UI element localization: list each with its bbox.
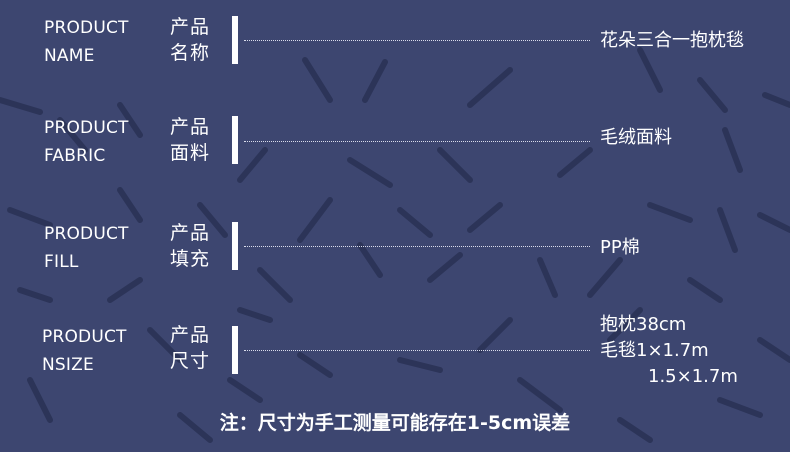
divider-bar [232, 326, 238, 374]
spec-value: 毛绒面料 [600, 125, 672, 151]
confetti-streak [427, 252, 463, 283]
confetti-streak [477, 317, 513, 353]
leader-dots [244, 40, 590, 41]
spec-value: 抱枕38cm 毛毯1×1.7m 1.5×1.7m [600, 312, 738, 390]
en-label: PRODUCT FABRIC [44, 115, 129, 169]
confetti-streak [557, 147, 593, 178]
confetti-streak [107, 277, 143, 303]
confetti-streak [717, 397, 763, 418]
measurement-note: 注：尺寸为手工测量可能存在1-5cm误差 [219, 412, 571, 434]
leader-dots [244, 350, 590, 351]
confetti-streak [7, 207, 53, 228]
confetti-streak [762, 92, 790, 108]
cn-label: 产品 面料 [170, 114, 210, 166]
spec-value: 花朵三合一抱枕毯 [600, 28, 744, 54]
en-label-line1: PRODUCT [44, 224, 129, 244]
confetti-streak [302, 57, 333, 103]
spec-value-line: PP棉 [600, 237, 640, 258]
divider-bar [232, 222, 238, 270]
confetti-streak [357, 242, 383, 278]
en-label-line1: PRODUCT [42, 327, 127, 347]
confetti-streak [297, 352, 333, 378]
cn-label-line2: 填充 [170, 248, 211, 270]
spec-row-fabric: PRODUCT FABRIC 产品 面料 毛绒面料 [0, 114, 790, 174]
confetti-streak [117, 187, 143, 223]
spec-value: PP棉 [600, 235, 640, 261]
confetti-streak [757, 337, 790, 363]
cn-label-line1: 产品 [170, 222, 211, 244]
confetti-streak [17, 287, 53, 303]
en-label-line2: FILL [44, 252, 79, 272]
en-label-line2: NAME [44, 46, 95, 66]
cn-label-line2: 面料 [170, 142, 211, 164]
confetti-streak [0, 97, 43, 115]
en-label: PRODUCT FILL [44, 221, 129, 275]
cn-label: 产品 填充 [170, 220, 210, 272]
leader-dots [244, 141, 590, 142]
en-label-line2: FABRIC [44, 146, 106, 166]
confetti-streak [177, 412, 213, 443]
leader-dots [244, 246, 590, 247]
confetti-streak [687, 277, 723, 303]
cn-label-line1: 产品 [170, 324, 211, 346]
confetti-streak [397, 357, 443, 373]
confetti-streak [437, 147, 473, 183]
confetti-streak [517, 377, 563, 413]
cn-label: 产品 名称 [170, 14, 210, 66]
confetti-streak [467, 202, 503, 233]
confetti-streak [537, 257, 558, 298]
confetti-streak [237, 307, 273, 323]
cn-label: 产品 尺寸 [170, 322, 210, 374]
confetti-streak [57, 117, 88, 153]
divider-bar [232, 16, 238, 64]
confetti-streak [697, 77, 728, 113]
en-label-line2: NSIZE [42, 355, 94, 375]
spec-value-line: 花朵三合一抱枕毯 [600, 30, 744, 51]
cn-label-line1: 产品 [170, 116, 211, 138]
cn-label-line2: 尺寸 [170, 350, 211, 372]
confetti-streak [467, 67, 513, 108]
spec-row-name: PRODUCT NAME 产品 名称 花朵三合一抱枕毯 [0, 14, 790, 74]
confetti-streak [347, 157, 393, 188]
cn-label-line1: 产品 [170, 16, 211, 38]
en-label: PRODUCT NSIZE [42, 324, 127, 378]
confetti-streak [147, 327, 183, 363]
confetti-streak [397, 207, 433, 238]
confetti-streak [617, 417, 653, 443]
confetti-streak [607, 307, 643, 343]
confetti-streak [27, 377, 53, 423]
confetti-streak [257, 267, 293, 303]
en-label: PRODUCT NAME [44, 15, 129, 69]
divider-bar [232, 116, 238, 164]
en-label-line1: PRODUCT [44, 18, 129, 38]
confetti-streak [227, 377, 263, 403]
confetti-streak [117, 102, 143, 138]
confetti-streak [637, 47, 663, 93]
spec-value-line: 1.5×1.7m [648, 366, 738, 387]
confetti-streak [722, 127, 743, 173]
spec-value-line: 毛毯1×1.7m [600, 340, 709, 361]
confetti-streak [757, 212, 790, 233]
confetti-streak [587, 257, 623, 298]
confetti-streak [197, 202, 228, 238]
spec-row-size: PRODUCT NSIZE 产品 尺寸 抱枕38cm 毛毯1×1.7m 1.5×… [0, 314, 790, 394]
confetti-streak [647, 202, 693, 223]
confetti-streak [237, 147, 268, 183]
confetti-streak [362, 59, 388, 103]
cn-label-line2: 名称 [170, 42, 211, 64]
spec-value-line: 毛绒面料 [600, 127, 672, 148]
confetti-streak [717, 207, 738, 253]
confetti-streak [297, 197, 333, 243]
spec-row-fill: PRODUCT FILL 产品 填充 PP棉 [0, 220, 790, 280]
en-label-line1: PRODUCT [44, 118, 129, 138]
spec-value-line: 抱枕38cm [600, 314, 687, 335]
